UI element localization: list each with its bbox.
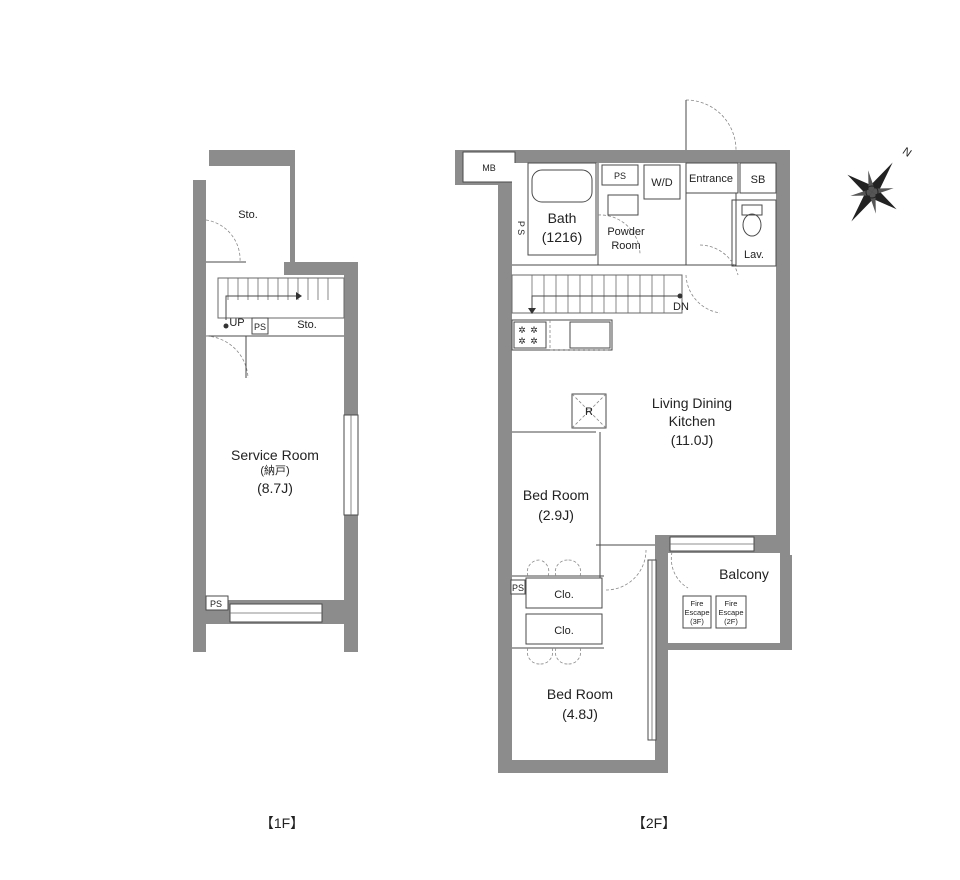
label-ldk-2: Kitchen	[669, 413, 716, 429]
mb-box	[462, 151, 516, 183]
label-bed2: Bed Room	[547, 686, 613, 702]
fridge	[571, 393, 607, 429]
hall-area	[206, 262, 284, 275]
label-ps-closet: PS	[512, 583, 524, 593]
floor-2-plan: ✲✲ ✲✲ MB PS P S W/D Entrance SB	[455, 99, 792, 773]
label-bed1-size: (2.9J)	[538, 507, 574, 523]
label-bed1: Bed Room	[523, 487, 589, 503]
label-clo-1: Clo.	[554, 589, 574, 601]
label-service-room-jp: (納戸)	[260, 464, 289, 477]
label-bath: Bath	[548, 210, 577, 226]
label-fire-escape-2f-1: Fire	[725, 599, 738, 608]
label-entrance: Entrance	[689, 173, 733, 185]
compass-north-label: N	[900, 145, 913, 159]
label-fire-escape-3f-1: Fire	[691, 599, 704, 608]
bath-room	[527, 162, 597, 256]
ps-box-2f	[510, 579, 526, 595]
closet-2	[525, 613, 603, 645]
label-fridge: R	[585, 406, 593, 418]
label-powder-2: Room	[611, 240, 640, 252]
label-ps-1f: PS	[254, 322, 266, 332]
fire-escape-3f	[682, 595, 712, 629]
label-fire-escape-2f-3: (2F)	[724, 617, 738, 626]
label-ps-1f-bottom: PS	[210, 599, 222, 609]
label-ps-side: P S	[516, 221, 526, 235]
ps-box-1f	[251, 317, 269, 335]
svg-text:✲: ✲	[530, 325, 538, 335]
label-balcony: Balcony	[719, 566, 769, 582]
bathtub	[531, 169, 593, 203]
service-room-area	[206, 275, 344, 600]
svg-text:✲: ✲	[518, 325, 526, 335]
compass-rose-icon: N	[847, 145, 913, 222]
label-storage-stair: Sto.	[297, 319, 317, 331]
label-bath-size: (1216)	[542, 229, 582, 245]
label-bed2-size: (4.8J)	[562, 706, 598, 722]
lav-room	[731, 199, 777, 267]
label-service-room-size: (8.7J)	[257, 480, 293, 496]
label-powder-1: Powder	[607, 226, 645, 238]
ps-box-1f-bottom	[205, 595, 229, 611]
label-fire-escape-2f-2: Escape	[718, 608, 743, 617]
label-ldk-1: Living Dining	[652, 395, 732, 411]
sink	[569, 321, 611, 349]
floor-2-label: 【2F】	[632, 815, 676, 831]
sb-box	[739, 162, 777, 194]
label-lav: Lav.	[744, 249, 764, 261]
label-mb: MB	[482, 163, 496, 173]
wd-box	[643, 164, 681, 200]
label-dn: DN	[673, 301, 689, 313]
svg-text:✲: ✲	[530, 336, 538, 346]
label-clo-2: Clo.	[554, 625, 574, 637]
svg-text:✲: ✲	[518, 336, 526, 346]
label-sb: SB	[751, 174, 766, 186]
basin	[607, 194, 639, 216]
label-ps-bath: PS	[614, 171, 626, 181]
label-ldk-size: (11.0J)	[671, 432, 714, 448]
storage-top-area	[206, 166, 286, 262]
label-fire-escape-3f-3: (3F)	[690, 617, 704, 626]
floor-1-left-wall	[200, 185, 206, 625]
ps-box-bath	[601, 164, 639, 186]
floor-1-plan: Sto. Sto. UP PS PS Service Room (納戸) (8.…	[193, 150, 359, 652]
toilet	[742, 213, 762, 237]
stairs-1f	[217, 277, 345, 319]
stove	[513, 321, 547, 349]
label-service-room: Service Room	[231, 447, 319, 463]
stairs-2f	[511, 274, 683, 314]
closet-1	[525, 577, 603, 609]
floor-1-label: 【1F】	[260, 815, 304, 831]
label-up: UP	[229, 317, 244, 329]
fire-escape-2f	[715, 595, 747, 629]
label-storage-top: Sto.	[238, 209, 258, 221]
label-wd: W/D	[651, 177, 672, 189]
label-fire-escape-3f-2: Escape	[684, 608, 709, 617]
